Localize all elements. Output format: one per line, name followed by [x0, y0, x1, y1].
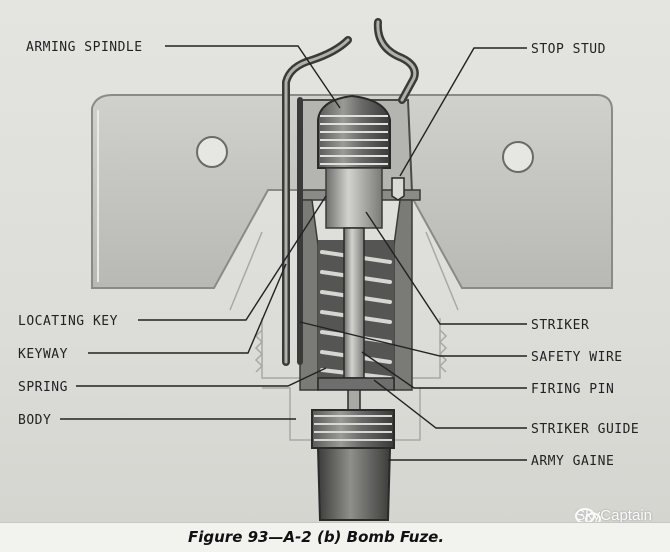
label-arming-spindle: ARMING SPINDLE: [26, 40, 143, 55]
label-firing-pin: FIRING PIN: [531, 382, 614, 397]
label-locating-key: LOCATING KEY: [18, 314, 118, 329]
mounting-hole-right: [502, 141, 534, 173]
striker-guide: [311, 377, 395, 449]
label-army-gaine: ARMY GAINE: [531, 454, 614, 469]
watermark-text: SkyCaptain: [575, 507, 652, 524]
label-striker: STRIKER: [531, 318, 589, 333]
label-spring: SPRING: [18, 380, 68, 395]
label-keyway: KEYWAY: [18, 347, 68, 362]
figure-caption: Figure 93—A-2 (b) Bomb Fuze.: [188, 528, 445, 546]
label-body: BODY: [18, 413, 51, 428]
label-stop-stud: STOP STUD: [531, 42, 606, 57]
fuze-diagram: ARMING SPINDLE STOP STUD LOCATING KEY KE…: [18, 18, 639, 521]
label-striker-guide: STRIKER GUIDE: [531, 422, 639, 437]
caption-bar: Figure 93—A-2 (b) Bomb Fuze.: [0, 522, 670, 552]
stop-stud: [391, 177, 405, 201]
mounting-plate: [91, 94, 613, 289]
leader-lines: [60, 45, 527, 461]
safety-wire: [282, 18, 419, 366]
mounting-hole-left: [196, 136, 228, 168]
arming-spindle: [317, 94, 391, 229]
label-safety-wire: SAFETY WIRE: [531, 350, 623, 365]
army-gaine: [316, 447, 392, 521]
